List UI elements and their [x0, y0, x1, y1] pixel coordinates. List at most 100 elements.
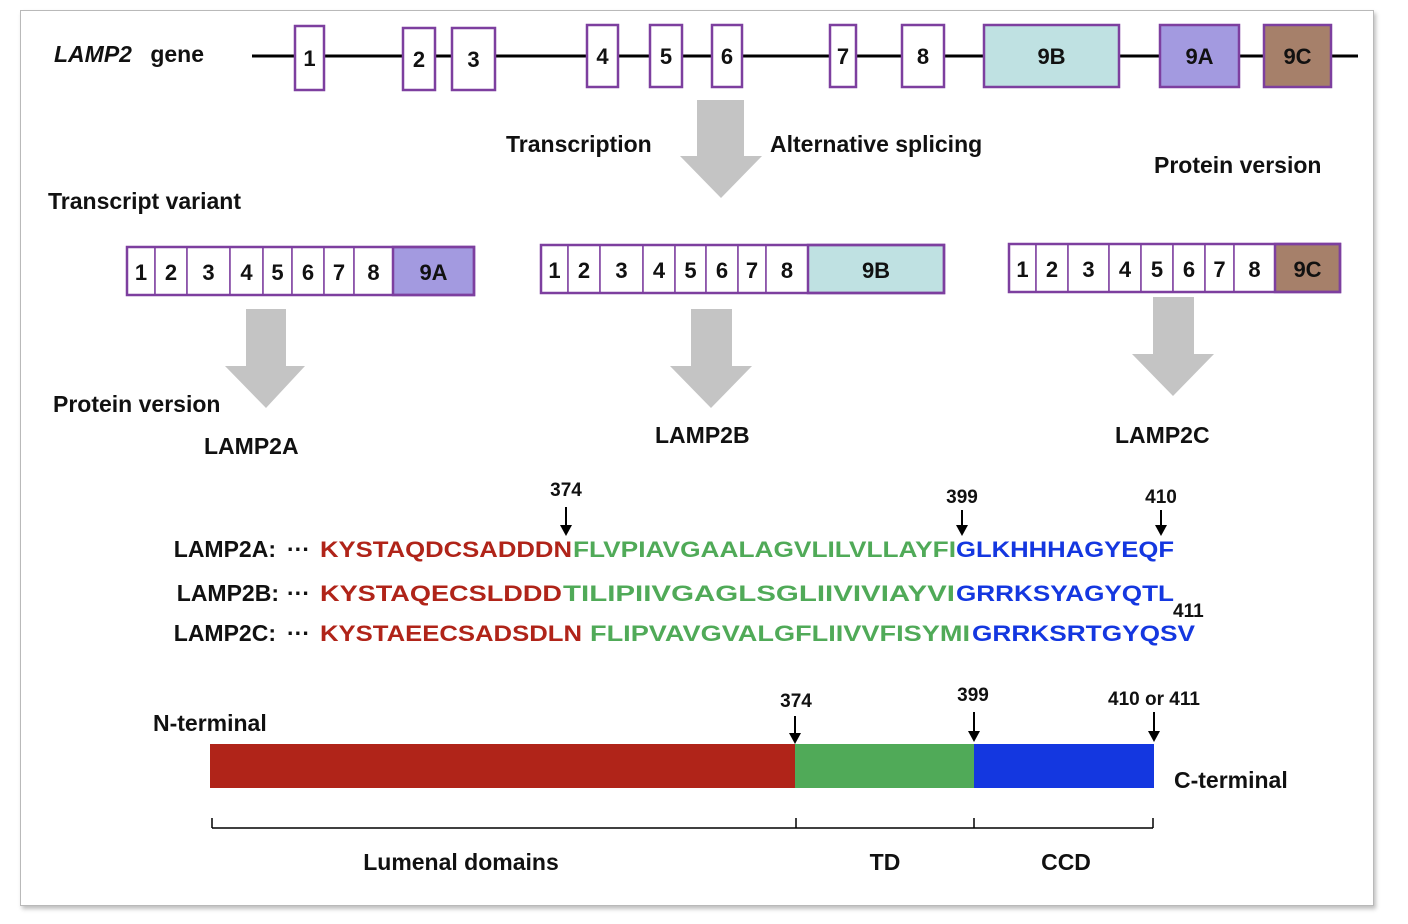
- td-segment: [795, 744, 974, 788]
- transcript-exon-label: 8: [367, 260, 379, 285]
- gene-exon-2: [401, 26, 437, 92]
- seq-pos-410: 410: [1145, 487, 1177, 508]
- bar-arrow-399: [968, 712, 980, 742]
- gene-exon-label: 1: [303, 46, 315, 71]
- domain-brackets: [211, 818, 1154, 829]
- transcript-exon-9c: [1273, 242, 1342, 294]
- transcript-variant-label: Transcript variant: [48, 188, 241, 214]
- seq-arrow-374: [560, 507, 572, 536]
- alternative-splicing-label: Alternative splicing: [770, 131, 982, 157]
- gene-exon-4: [585, 23, 620, 89]
- seq-lumenal: KYSTAQECSLDDD: [320, 581, 562, 606]
- lumenal-domain-segment: [210, 744, 795, 788]
- bar-pos-end: 410 or 411: [1108, 689, 1200, 710]
- transcript-exon-label: 3: [202, 260, 214, 285]
- seq-row-lamp2a: LAMP2A: ··· KYSTAQDCSADDDN FLVPIAVGAALAG…: [174, 536, 1174, 562]
- seq-ccd: GRRKSYAGYQTL: [956, 581, 1174, 606]
- bar-pos-374: 374: [780, 691, 812, 712]
- seq-label: LAMP2B:: [177, 580, 279, 606]
- c-terminal-label: C-terminal: [1174, 767, 1288, 793]
- gene-exon-6: [710, 23, 744, 89]
- n-terminal-label: N-terminal: [153, 710, 267, 736]
- arrow-to-lamp2b: [670, 309, 752, 408]
- gene-exon-label: 9A: [1185, 44, 1213, 69]
- protein-arrows: [225, 297, 1214, 408]
- protein-version-label-left: Protein version: [53, 391, 220, 417]
- seq-pos-399: 399: [946, 487, 978, 508]
- transcript-exon-label: 7: [746, 258, 758, 283]
- transcript-exon-label: 1: [1016, 257, 1028, 282]
- seq-ccd: GRRKSRTGYQSV: [972, 621, 1195, 646]
- seq-end-411: 411: [1173, 601, 1204, 622]
- transcription-label: Transcription: [506, 131, 652, 157]
- gene-exon-label: 7: [837, 44, 849, 69]
- transcription-step: Transcription Alternative splicing Trans…: [48, 100, 1321, 214]
- seq-pos-374: 374: [550, 480, 582, 501]
- gene-exon-9b: [982, 23, 1121, 89]
- gene-exon-label: 5: [660, 44, 672, 69]
- gene-exon-label: 3: [467, 47, 479, 72]
- seq-arrow-410: [1155, 510, 1167, 536]
- domain-bar: N-terminal C-terminal 374 399 410 or 411…: [153, 685, 1288, 875]
- seq-td: FLIPVAVGVALGFLIIVVFISYMI: [590, 621, 970, 646]
- transcript-exon-label: 9C: [1293, 257, 1321, 282]
- seq-label: LAMP2C:: [174, 620, 276, 646]
- transcript-exon-label: 4: [240, 260, 253, 285]
- transcript-exon-label: 4: [653, 258, 666, 283]
- gene-exon-8: [900, 23, 946, 89]
- bar-arrow-374: [789, 716, 801, 744]
- transcript-exon-label: 9B: [862, 258, 890, 283]
- seq-lumenal: KYSTAQDCSADDDN: [320, 537, 572, 562]
- gene-exon-label: 4: [596, 44, 609, 69]
- transcript-exon-label: 8: [781, 258, 793, 283]
- seq-row-lamp2c: LAMP2C: ··· KYSTAEECSADSDLN FLIPVAVGVALG…: [174, 620, 1196, 646]
- transcript-exon-6: [1172, 243, 1206, 293]
- td-label: TD: [870, 849, 901, 875]
- gene-exon-3: [450, 26, 497, 92]
- gene-exon-label: 9C: [1283, 44, 1311, 69]
- seq-arrow-399: [956, 510, 968, 536]
- svg-text:LAMP2 gene: LAMP2 gene: [54, 41, 204, 67]
- gene-exon-label: 8: [917, 44, 929, 69]
- seq-ccd: GLKHHHAGYEQF: [956, 537, 1174, 562]
- gene-exon-label: 9B: [1037, 44, 1065, 69]
- transcript-exon-label: 7: [333, 260, 345, 285]
- seq-lumenal: KYSTAEECSADSDLN: [320, 621, 582, 646]
- seq-dots: ···: [287, 620, 310, 646]
- arrow-to-lamp2a: [225, 309, 305, 408]
- seq-row-lamp2b: LAMP2B: ··· KYSTAQECSLDDD TILIPIIVGAGLSG…: [177, 580, 1204, 622]
- transcript-exon-label: 5: [271, 260, 283, 285]
- seq-td: FLVPIAVGAALAGVLILVLLAYFI: [573, 537, 956, 562]
- transcript-exon-label: 4: [1119, 257, 1132, 282]
- ccd-label: CCD: [1041, 849, 1091, 875]
- transcript-exon-label: 9A: [419, 260, 447, 285]
- seq-td: TILIPIIVGAGLSGLIIVIVIAYVI: [563, 581, 955, 606]
- protein-lamp2b: LAMP2B: [655, 422, 750, 448]
- transcript-exon-label: 6: [1183, 257, 1195, 282]
- transcription-arrow: [680, 100, 762, 198]
- gene-exon-1: [293, 24, 326, 92]
- lumenal-domains-label: Lumenal domains: [363, 849, 559, 875]
- transcript-exon-label: 1: [548, 258, 560, 283]
- gene-exon-9c: [1262, 23, 1333, 89]
- sequence-alignment: 374 399 410 LAMP2A: ··· KYSTAQDCSADDDN F…: [174, 480, 1204, 646]
- gene-suffix: gene: [150, 41, 204, 67]
- transcript-exon-label: 2: [578, 258, 590, 283]
- transcript-exon-label: 5: [684, 258, 696, 283]
- gene-exon-label: 2: [413, 47, 425, 72]
- transcript-exon-label: 6: [302, 260, 314, 285]
- transcript-exon-label: 8: [1248, 257, 1260, 282]
- gene-exon-5: [648, 23, 684, 89]
- gene-exon-7: [828, 23, 858, 89]
- ccd-segment: [974, 744, 1154, 788]
- gene-name: LAMP2: [54, 41, 132, 67]
- gene-exon-9a: [1158, 23, 1241, 89]
- protein-version-label-top: Protein version: [1154, 152, 1321, 178]
